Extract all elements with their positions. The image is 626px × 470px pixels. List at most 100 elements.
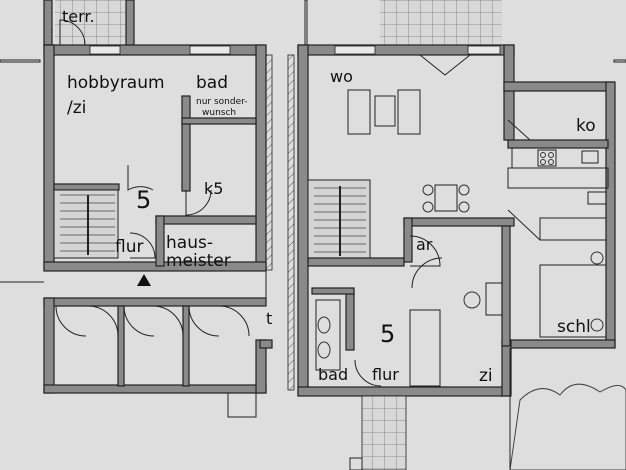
door-swing [411, 257, 443, 289]
entrance-path-tiles [361, 395, 407, 470]
wall-right-left-building [255, 44, 267, 271]
label-zi-left: /zi [67, 98, 86, 118]
chair [463, 291, 481, 309]
label-wo: wo [330, 67, 353, 86]
chair [458, 201, 470, 213]
door-swing [129, 232, 156, 259]
label-k5: k5 [204, 179, 223, 198]
wall-interior [155, 215, 257, 225]
label-level-right: 5 [380, 320, 395, 348]
nightstand [590, 318, 604, 332]
door-swing [218, 305, 250, 337]
wall-interior [311, 287, 355, 295]
door-swing [507, 119, 531, 141]
door-swing [55, 305, 87, 337]
door-swing [59, 19, 86, 46]
bed [539, 264, 607, 338]
label-flur-right: flur [372, 365, 399, 384]
terrace-tiles-left [55, 0, 127, 45]
label-zi-right: zi [479, 366, 493, 386]
terrace-tiles-right [380, 0, 502, 45]
staircase-right [307, 179, 371, 261]
label-ar: ar [416, 235, 433, 254]
door-swing [188, 305, 220, 337]
door-swing [354, 359, 382, 387]
armchair [397, 89, 421, 135]
nightstand [590, 251, 604, 265]
door-swing [185, 189, 212, 216]
wall [43, 384, 267, 394]
wall [182, 305, 190, 387]
wall-interior [181, 117, 257, 125]
wall-left [43, 44, 55, 271]
window [189, 45, 231, 55]
wall-interior [403, 217, 413, 263]
bathtub [315, 299, 341, 371]
wall [43, 297, 267, 307]
wall-interior [155, 215, 165, 267]
wall-top-right-wing [503, 81, 615, 92]
toilet [317, 316, 331, 334]
garden-hedge [509, 383, 626, 470]
window [334, 45, 376, 55]
wall [43, 297, 55, 394]
label-level-left: 5 [136, 186, 151, 214]
wall [43, 0, 53, 46]
wall [125, 0, 135, 46]
kitchen-counter-lower [507, 167, 609, 189]
window [467, 45, 501, 55]
wall-bottom-right-wing [509, 339, 616, 349]
wall-bottom-left [43, 261, 267, 272]
coffee-table [374, 95, 396, 127]
door-swing [87, 305, 119, 337]
boundary-line [613, 59, 626, 63]
wall-interior [181, 95, 191, 192]
wall-interior [345, 289, 355, 351]
label-schl: schl [557, 317, 591, 337]
appliance [587, 191, 607, 205]
door-swing [153, 305, 184, 337]
label-bad-left: bad [196, 73, 228, 93]
armchair [347, 89, 371, 135]
wall-interior [307, 257, 405, 267]
wall-left-right-building [297, 44, 309, 396]
label-t: t [266, 309, 272, 328]
window [89, 45, 121, 55]
boundary-line [0, 59, 41, 63]
wall-bottom-right [297, 386, 511, 397]
wall-interior [403, 217, 515, 227]
label-hausmeister-2: meister [166, 251, 231, 271]
insulation-left [265, 54, 273, 271]
wardrobe-right [539, 217, 607, 241]
insulation-right [287, 54, 295, 391]
label-bad-right: bad [318, 365, 348, 384]
dining-table [434, 184, 458, 212]
wall-top-left [43, 44, 265, 56]
wall-interior [501, 225, 511, 347]
stove [537, 149, 557, 167]
label-ko: ko [576, 116, 596, 136]
sink [317, 341, 331, 359]
label-nur-sonderwunsch-2: wunsch [202, 108, 236, 118]
wardrobe [409, 309, 441, 387]
label-hausmeister-1: haus- [166, 233, 213, 253]
chair [458, 184, 470, 196]
door-swing [409, 235, 441, 267]
chair [422, 184, 434, 196]
chair [422, 201, 434, 213]
wall-interior [53, 183, 120, 191]
wall-stub [259, 339, 273, 349]
door-swing [127, 165, 154, 191]
wall [503, 44, 515, 141]
entrance-arrow-left [137, 274, 151, 286]
door-swing [123, 305, 155, 337]
staircase-left [53, 189, 119, 259]
wall [117, 305, 125, 387]
step [349, 457, 363, 470]
sink [581, 150, 599, 164]
label-flur-left: flur [115, 237, 143, 257]
door-swing [419, 54, 471, 76]
desk [485, 282, 503, 316]
wall-kitchen [507, 139, 609, 149]
